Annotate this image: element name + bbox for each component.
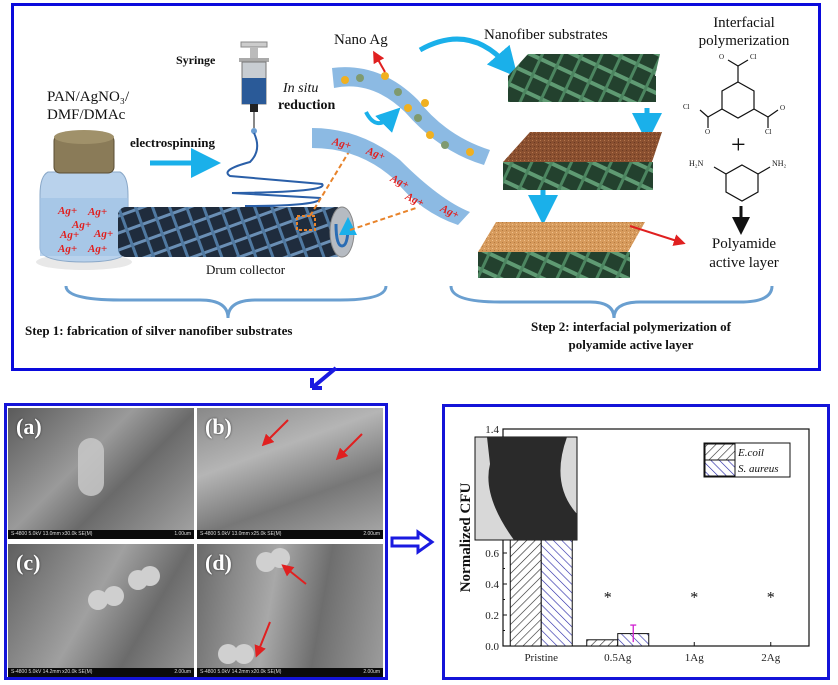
scheme-frame [11, 3, 821, 371]
nano-ag-label: Nano Ag [334, 32, 388, 48]
nano-ag-fiber [332, 67, 490, 165]
sem-scale: 1.00um [174, 531, 191, 537]
tem-inset [474, 436, 578, 541]
drum-collector-label: Drum collector [206, 262, 286, 277]
step1-brace [64, 285, 388, 319]
sem-info: S-4800 5.0kV 13.0mm x30.0k SE(M) [11, 531, 93, 537]
atom-cl: Cl [683, 103, 690, 111]
panel-tag: (b) [205, 414, 232, 439]
y-tick-label: 0.0 [485, 641, 499, 653]
sem-info: S-4800 5.0kV 14.2mm x20.0k SE(M) [200, 669, 282, 675]
chart-legend: E.coil S. aureus [703, 442, 791, 478]
step2-brace [449, 285, 774, 319]
panel-tag: (d) [205, 550, 232, 575]
atom-o: O [705, 128, 711, 136]
interfacial-polymerization-label: Interfacial polymerization [698, 15, 790, 49]
bar-ecoil [586, 639, 619, 647]
bacterium [104, 586, 124, 606]
electrospinning-label: electrospinning [130, 135, 215, 150]
sem-image-b: (b) S-4800 5.0kV 13.0mm x25.0k SE(M) 2.00… [197, 408, 383, 539]
right-arrow-to-chart [390, 529, 435, 555]
syringe-icon [239, 41, 269, 134]
significance-marker: * [604, 589, 612, 606]
atom-cl: Cl [750, 53, 757, 61]
ag-ion-fiber [312, 128, 470, 225]
legend-swatch [704, 459, 736, 477]
in-situ-label: In situ [283, 81, 319, 96]
bacterium [78, 438, 104, 496]
significance-marker: * [767, 589, 775, 606]
legend-label: E.coil [737, 447, 764, 459]
step1-label: Step 1: fabrication of silver nanofiber … [25, 323, 293, 338]
sem-image-c: (c) S-4800 5.0kV 14.2mm x20.0k SE(M) 2.00… [8, 544, 194, 677]
polyamide-label: Polyamide active layer [709, 236, 779, 271]
bacterium [234, 644, 254, 664]
sem-overlays [78, 419, 435, 664]
ag-ion-label: Ag+ [94, 228, 114, 240]
y-tick-label: 1.4 [485, 424, 499, 436]
drum-collector [118, 206, 357, 258]
ag-ion-label: Ag+ [88, 206, 108, 218]
ag-ion-label: Ag+ [58, 243, 78, 255]
legend-swatch [704, 443, 736, 461]
precursor-label: PAN/AgNO₃/ DMF/DMAc [47, 89, 130, 123]
y-tick-label: 0.4 [485, 579, 499, 591]
x-tick-label: Pristine [524, 652, 558, 664]
polyamide-coated-substrate [478, 222, 645, 278]
nanofiber-substrates-label: Nanofiber substrates [484, 27, 608, 43]
sem-scale: 2.00um [174, 669, 191, 675]
nanofiber-substrate-silver [503, 132, 662, 190]
bacterium [140, 566, 160, 586]
panel-tag: (c) [16, 550, 41, 575]
x-tick-label: 1Ag [685, 652, 704, 664]
bacterium [88, 590, 108, 610]
reduction-label: reduction [278, 98, 336, 113]
tmc-molecule [699, 59, 779, 128]
amine-right: NH₂ [772, 159, 787, 168]
atom-cl: Cl [765, 128, 772, 136]
scheme-graphics [36, 36, 779, 390]
y-tick-label: 0.2 [485, 610, 499, 622]
legend-label: S. aureus [738, 463, 779, 475]
ag-ion-label: Ag+ [60, 229, 80, 241]
mpd-molecule [713, 164, 771, 202]
ag-ion-label: Ag+ [58, 205, 78, 217]
step2-label: Step 2: interfacial polymerization of po… [530, 319, 731, 352]
ag-ion-label: Ag+ [72, 219, 92, 231]
sem-scale: 2.00um [363, 531, 380, 537]
amine-left: H₂N [689, 159, 704, 168]
x-tick-label: 2Ag [761, 652, 780, 664]
silver-nanoparticles [341, 72, 474, 156]
syringe-label: Syringe [176, 53, 216, 67]
bacterium [218, 644, 238, 664]
precursor-bottle [36, 130, 132, 270]
down-arrow-to-sem [310, 366, 338, 390]
nanofiber-substrate-plain [508, 54, 660, 102]
atom-o: O [780, 104, 786, 112]
panel-tag: (a) [16, 414, 42, 439]
x-tick-label: 0.5Ag [604, 652, 632, 664]
significance-marker: * [690, 589, 698, 606]
atom-o: O [719, 53, 725, 61]
ag-ion-label: Ag+ [88, 243, 108, 255]
y-tick-label: 0.6 [485, 548, 499, 560]
sem-scale: 2.00um [363, 669, 380, 675]
sem-info: S-4800 5.0kV 14.2mm x20.0k SE(M) [11, 669, 93, 675]
bacterium [270, 548, 290, 568]
plus-sign: + [731, 130, 746, 159]
sem-info: S-4800 5.0kV 13.0mm x25.0k SE(M) [200, 531, 282, 537]
y-axis-label: Normalized CFU [458, 483, 474, 593]
spinning-jet [226, 132, 324, 216]
